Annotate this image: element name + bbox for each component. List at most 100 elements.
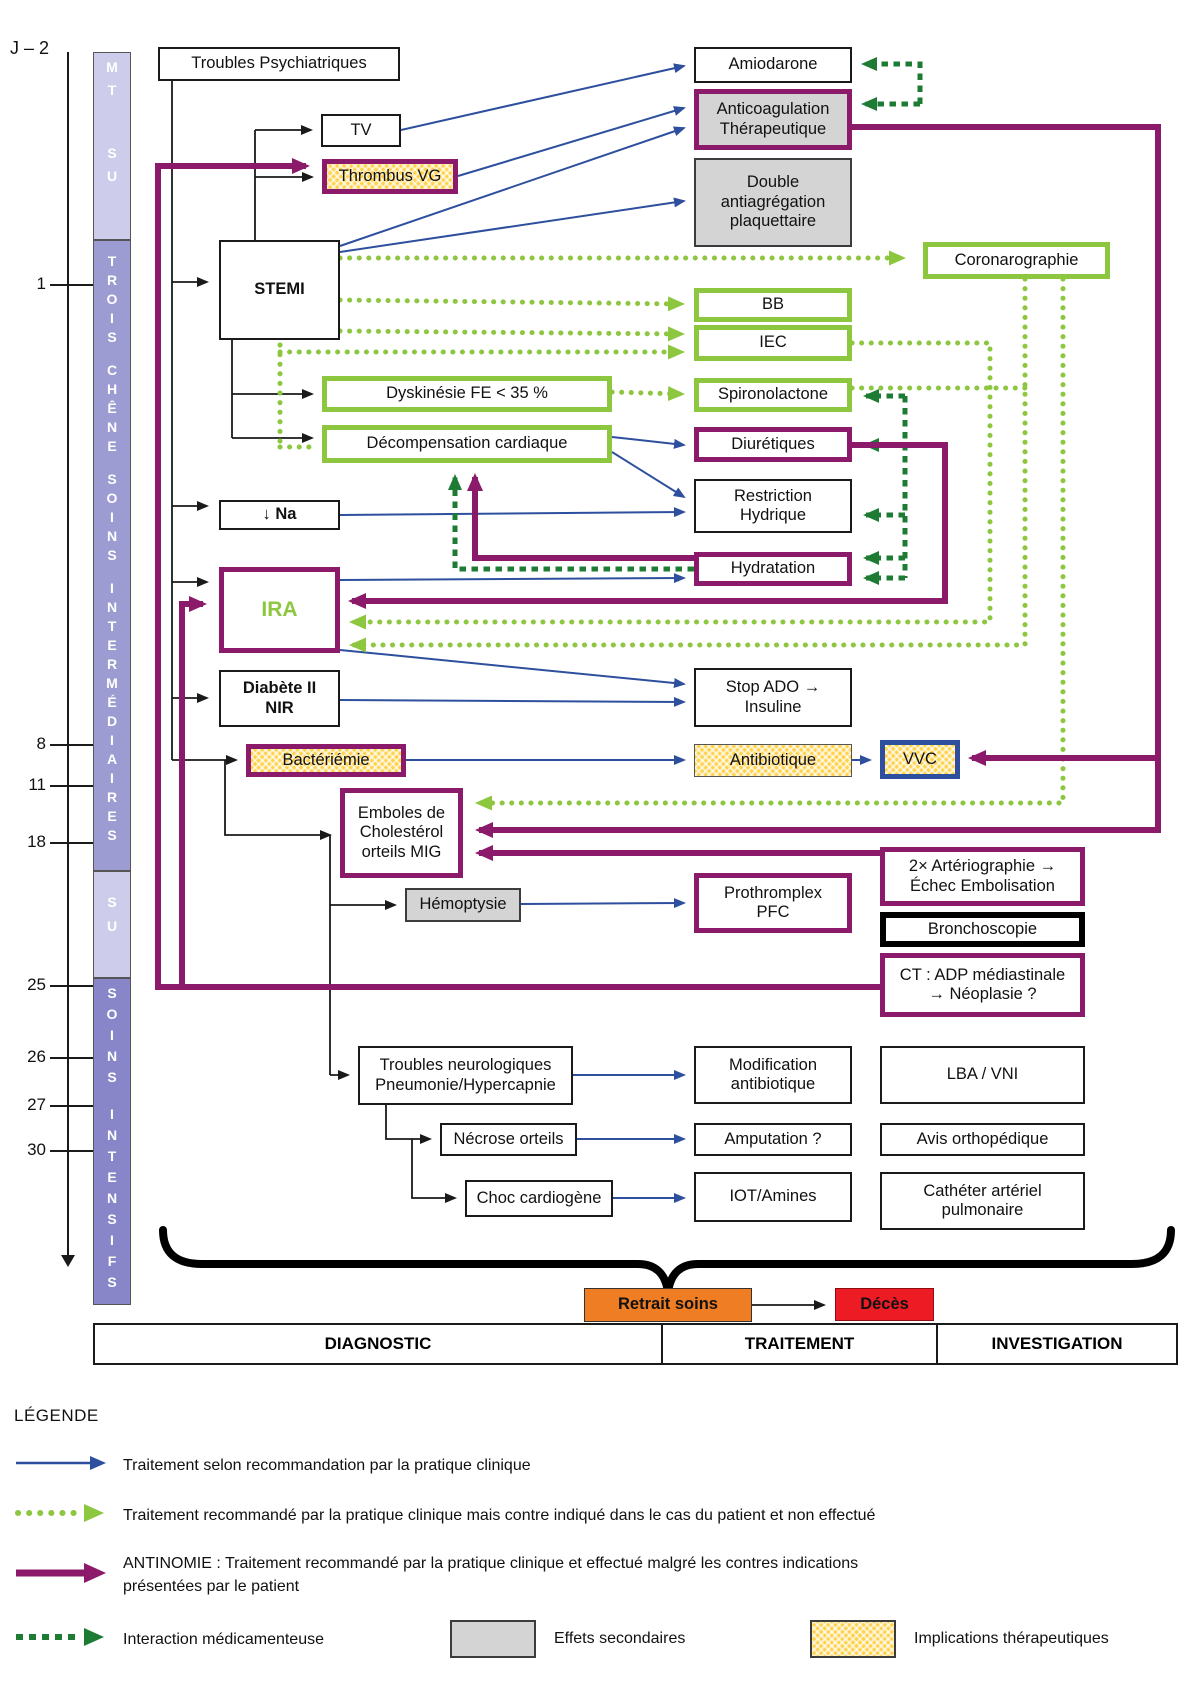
node-dyskinesie: Dyskinésie FE < 35 % — [322, 376, 612, 412]
node-coronarographie: Coronarographie — [923, 242, 1110, 279]
implications-therapeutiques-swatch-icon — [810, 1620, 896, 1658]
care-unit-letter: E — [107, 438, 117, 454]
node-ct-adp: CT : ADP médiastinale → Néoplasie ? — [880, 953, 1085, 1017]
care-unit-letter: N — [106, 528, 118, 544]
care-unit-letter: I — [110, 1106, 114, 1122]
care-unit-letter: I — [110, 310, 114, 326]
node-deces: Décès — [835, 1288, 934, 1321]
care-unit-letter: S — [107, 827, 117, 843]
tick-label-day-30: 30 — [27, 1140, 46, 1159]
legend-item-darkgreen-dashed-arrow: Interaction médicamenteuse — [14, 1624, 324, 1655]
care-unit-letter: C — [106, 362, 118, 378]
care-unit-letter: E — [107, 637, 117, 653]
care-unit-letter: T — [107, 618, 117, 634]
node-arteriographie: 2× Artériographie → Échec Embolisation — [880, 847, 1085, 906]
tick-day-8 — [50, 744, 93, 746]
timeline-axis-arrowhead-icon — [61, 1255, 75, 1267]
purple-arrow-icon — [14, 1560, 109, 1591]
legend-item-text: Interaction médicamenteuse — [123, 1630, 324, 1648]
care-unit-letter: R — [106, 272, 118, 288]
care-unit-letter: I — [110, 770, 114, 786]
summary-brace — [159, 1226, 1175, 1293]
node-diabete: Diabète II NIR — [219, 670, 340, 727]
care-unit-letter: O — [106, 1006, 118, 1022]
care-unit-letter: N — [106, 1190, 118, 1206]
node-troubles-psy: Troubles Psychiatriques — [158, 47, 400, 81]
legend-item-green-dotted-arrow: Traitement recommandé par la pratique cl… — [14, 1500, 875, 1531]
node-avis-ortho: Avis orthopédique — [880, 1123, 1085, 1156]
care-unit-letter: S — [107, 1274, 117, 1290]
darkgreen-dashed-arrow-icon — [14, 1624, 109, 1655]
care-unit-letter — [94, 105, 130, 145]
legend-item-purple-arrow: ANTINOMIE : Traitement recommandé par la… — [14, 1552, 858, 1598]
legend-swatch-text: Effets secondaires — [554, 1630, 686, 1647]
timeline-axis — [67, 52, 69, 1257]
legend-swatch-effets-secondaires: Effets secondaires — [450, 1620, 685, 1658]
node-ira: IRA — [219, 567, 340, 653]
node-modification-antibiotique: Modification antibiotique — [694, 1046, 852, 1104]
care-unit-letter: I — [110, 580, 114, 596]
node-amiodarone: Amiodarone — [694, 47, 852, 83]
node-hypo-na: ↓ Na — [219, 500, 340, 530]
tick-label-day-11: 11 — [28, 775, 46, 794]
tick-day-18 — [50, 842, 93, 844]
care-unit-letter: O — [106, 490, 118, 506]
phase-cell-traitement: TRAITEMENT — [662, 1323, 937, 1365]
care-unit-letter: E — [107, 808, 117, 824]
tick-label-day-8: 8 — [36, 734, 46, 753]
node-anticoagulation: Anticoagulation Thérapeutique — [694, 89, 852, 150]
node-prothromplex: Prothromplex PFC — [694, 873, 852, 933]
care-unit-letter: I — [110, 732, 114, 748]
node-choc-cardiogene: Choc cardiogène — [465, 1180, 613, 1217]
node-stemi: STEMI — [219, 240, 340, 340]
blue-arrow-icon — [14, 1450, 109, 1481]
care-unit-letter: N — [106, 419, 118, 435]
legend-title: LÉGENDE — [14, 1406, 99, 1425]
care-unit-letter: T — [107, 82, 117, 98]
node-lba-vni: LBA / VNI — [880, 1046, 1085, 1104]
care-unit-letter: É — [107, 694, 117, 710]
care-unit-letter: S — [107, 985, 117, 1001]
node-necrose: Nécrose orteils — [440, 1123, 577, 1156]
tick-day-27 — [50, 1105, 93, 1107]
care-unit-letter: Ê — [107, 400, 117, 416]
care-unit-letter: M — [106, 675, 118, 691]
care-unit-letter: S — [107, 1069, 117, 1085]
timeline-start-label: J – 2 — [10, 38, 50, 58]
care-unit-letter: S — [107, 329, 117, 345]
care-unit-letter — [94, 566, 130, 580]
care-unit-letter: A — [106, 751, 118, 767]
care-unit-letter: T — [107, 253, 117, 269]
node-bacteriemie: Bactériémie — [246, 744, 406, 777]
tick-day-11 — [50, 785, 93, 787]
node-spironolactone: Spironolactone — [694, 378, 852, 412]
node-troubles-neuro: Troubles neurologiques Pneumonie/Hyperca… — [358, 1046, 573, 1105]
care-unit-letter — [94, 1090, 130, 1106]
legend-item-text: Traitement recommandé par la pratique cl… — [123, 1506, 876, 1524]
care-unit-letter: U — [106, 168, 118, 184]
care-unit-letter: S — [107, 894, 117, 910]
node-hydratation: Hydratation — [694, 552, 852, 586]
care-unit-letter: D — [106, 713, 118, 729]
node-diuretiques: Diurétiques — [694, 427, 852, 462]
phase-cell-diagnostic: DIAGNOSTIC — [93, 1323, 662, 1365]
care-unit-letter: S — [107, 1211, 117, 1227]
tick-label-day-1: 1 — [36, 274, 46, 293]
node-emboles: Emboles de Cholestérol orteils MIG — [340, 788, 463, 878]
care-unit-letter: E — [107, 1169, 117, 1185]
node-antibiotique: Antibiotique — [694, 744, 852, 777]
node-decompensation: Décompensation cardiaque — [322, 425, 612, 463]
care-unit-letter: O — [106, 291, 118, 307]
node-iot-amines: IOT/Amines — [694, 1172, 852, 1222]
care-unit-letter: M — [106, 59, 118, 75]
effets-secondaires-swatch-icon — [450, 1620, 536, 1658]
node-bb: BB — [694, 288, 852, 322]
node-restriction-hydrique: Restriction Hydrique — [694, 479, 852, 533]
node-iec: IEC — [694, 325, 852, 361]
tick-day-1 — [50, 284, 93, 286]
tick-label-day-26: 26 — [27, 1047, 46, 1066]
